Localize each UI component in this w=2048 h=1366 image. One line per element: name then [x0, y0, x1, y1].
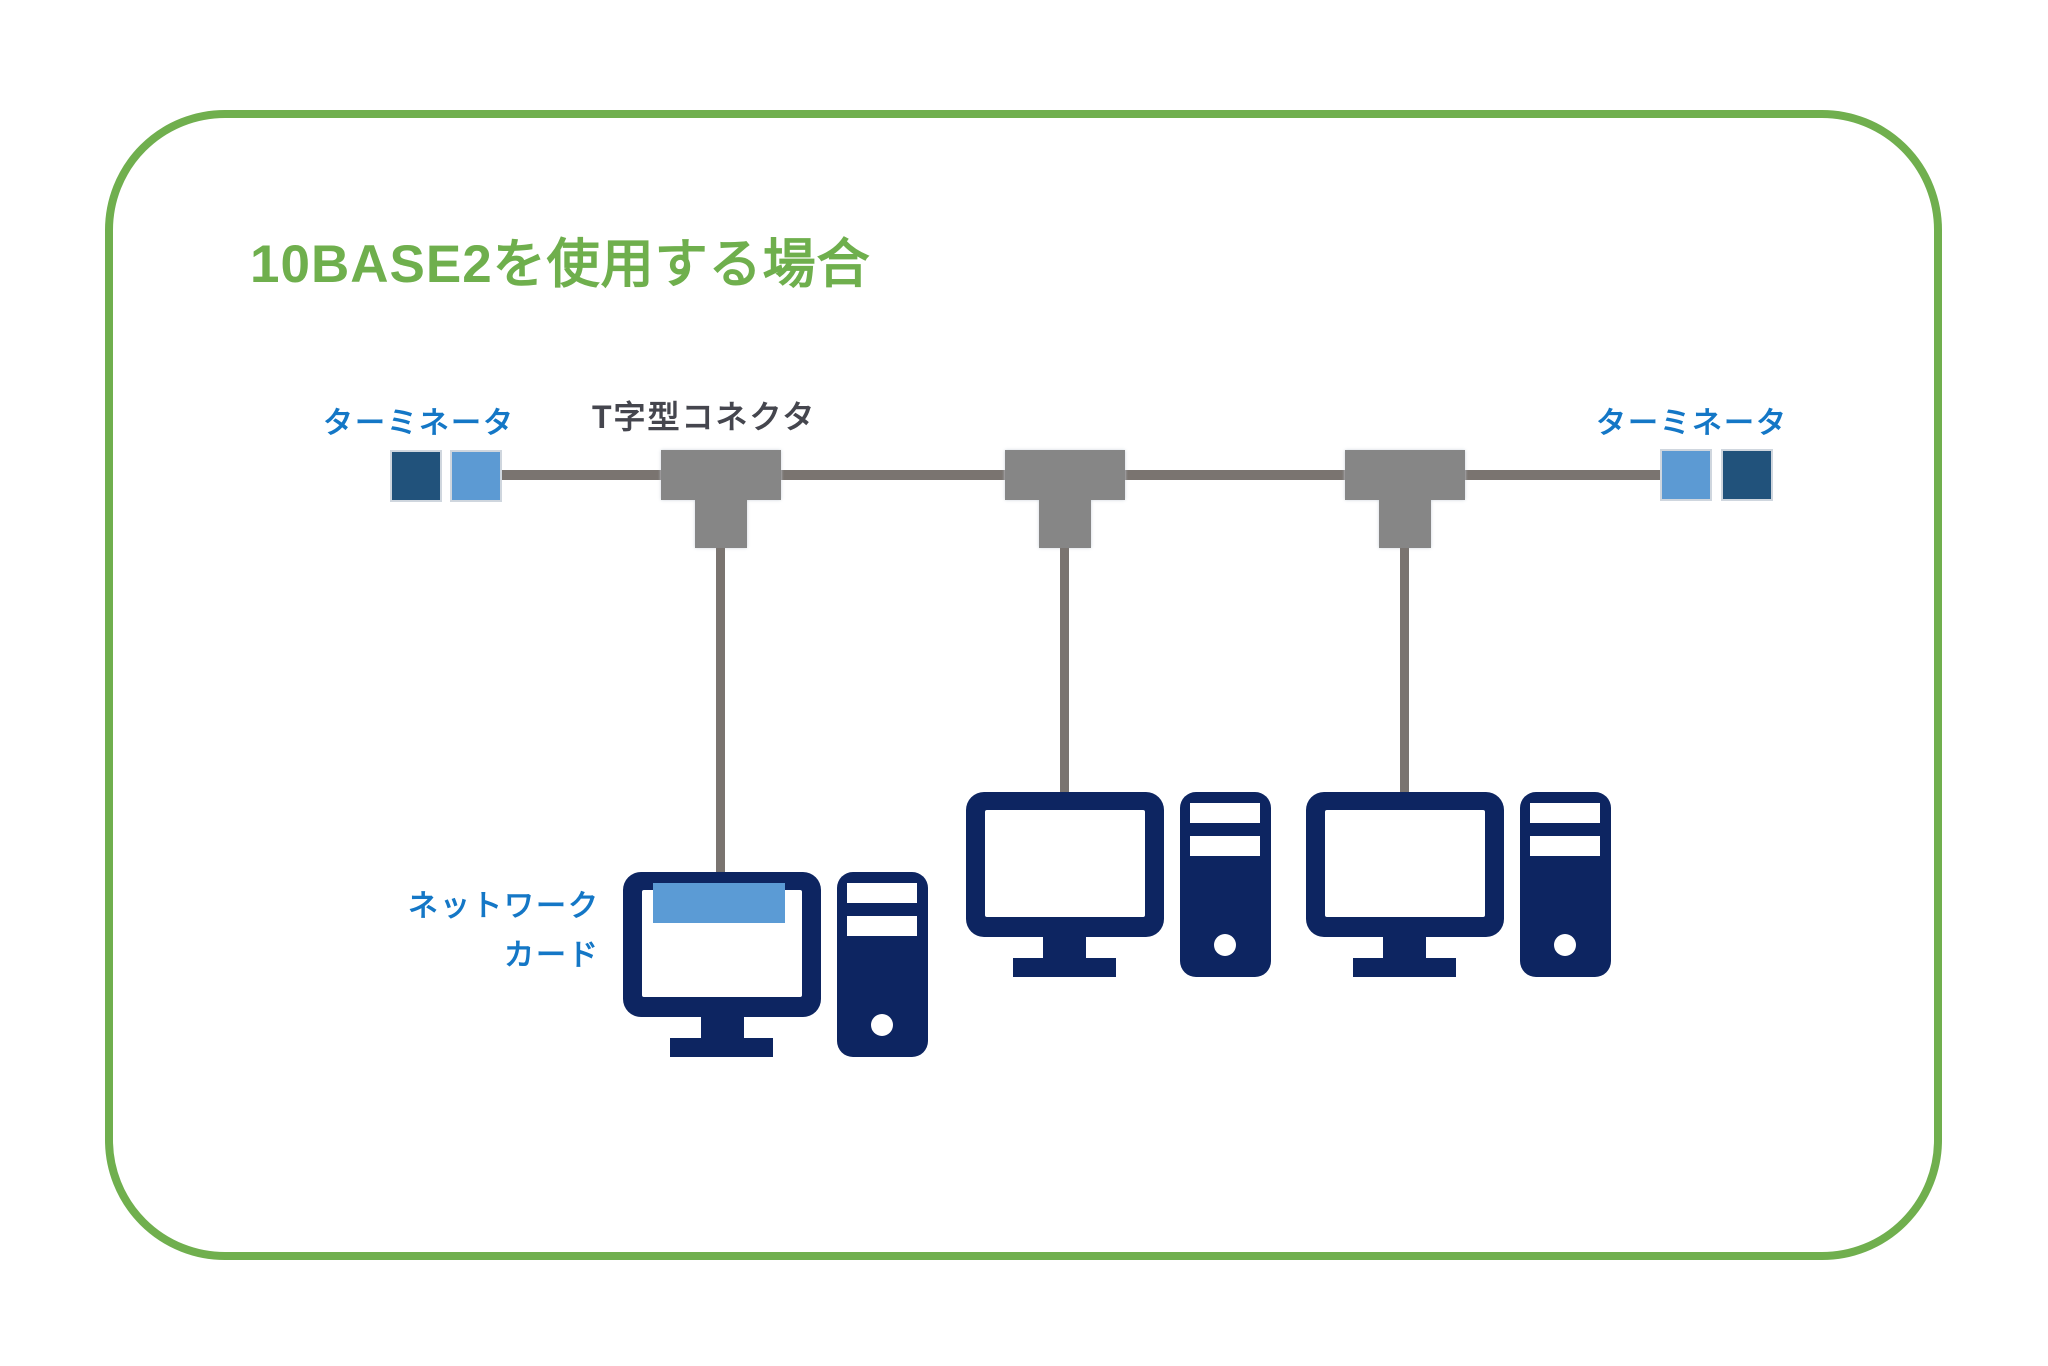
tower-drive-slot	[1530, 836, 1600, 856]
tower-drive-slot	[1190, 803, 1260, 823]
tower-drive-slot	[1190, 836, 1260, 856]
monitor-base	[1353, 958, 1456, 977]
network-card-icon	[653, 883, 785, 923]
monitor-screen	[1325, 810, 1485, 917]
monitor-stand	[701, 1017, 744, 1038]
desktop-computer-icon	[966, 792, 1272, 978]
t-connector-icon	[661, 450, 781, 548]
t-connector-stem	[695, 500, 747, 548]
monitor-base	[1013, 958, 1116, 977]
terminator-label-right: ターミネータ	[1596, 407, 1788, 440]
drop-cable-icon	[716, 548, 725, 872]
power-button-icon	[1214, 934, 1236, 956]
tower-drive-slot	[847, 883, 917, 903]
desktop-computer-icon	[623, 872, 929, 1058]
monitor-base	[670, 1038, 773, 1057]
monitor-screen	[985, 810, 1145, 917]
network-card-label-line1: ネットワーク	[408, 890, 600, 923]
t-connector-bar	[1005, 450, 1125, 500]
terminator-icon	[1660, 449, 1712, 501]
drop-cable-icon	[1400, 548, 1409, 792]
monitor-stand	[1383, 937, 1426, 958]
t-connector-bar	[661, 450, 781, 500]
monitor-stand	[1043, 937, 1086, 958]
terminator-icon	[450, 450, 502, 502]
tower-drive-slot	[847, 916, 917, 936]
network-card-label-line2: カード	[504, 939, 600, 972]
t-connector-stem	[1379, 500, 1431, 548]
drop-cable-icon	[1060, 548, 1069, 792]
t-connector-label: T字型コネクタ	[592, 399, 817, 435]
t-connector-icon	[1345, 450, 1465, 548]
terminator-icon	[1721, 449, 1773, 501]
t-connector-stem	[1039, 500, 1091, 548]
power-button-icon	[1554, 934, 1576, 956]
diagram-title: 10BASE2を使用する場合	[250, 235, 871, 294]
diagram-border	[105, 110, 1942, 1260]
power-button-icon	[871, 1014, 893, 1036]
t-connector-bar	[1345, 450, 1465, 500]
tower-drive-slot	[1530, 803, 1600, 823]
desktop-computer-icon	[1306, 792, 1612, 978]
network-card-label: ネットワーク カード	[360, 882, 600, 980]
t-connector-icon	[1005, 450, 1125, 548]
terminator-label-left: ターミネータ	[323, 407, 515, 440]
terminator-icon	[390, 450, 442, 502]
